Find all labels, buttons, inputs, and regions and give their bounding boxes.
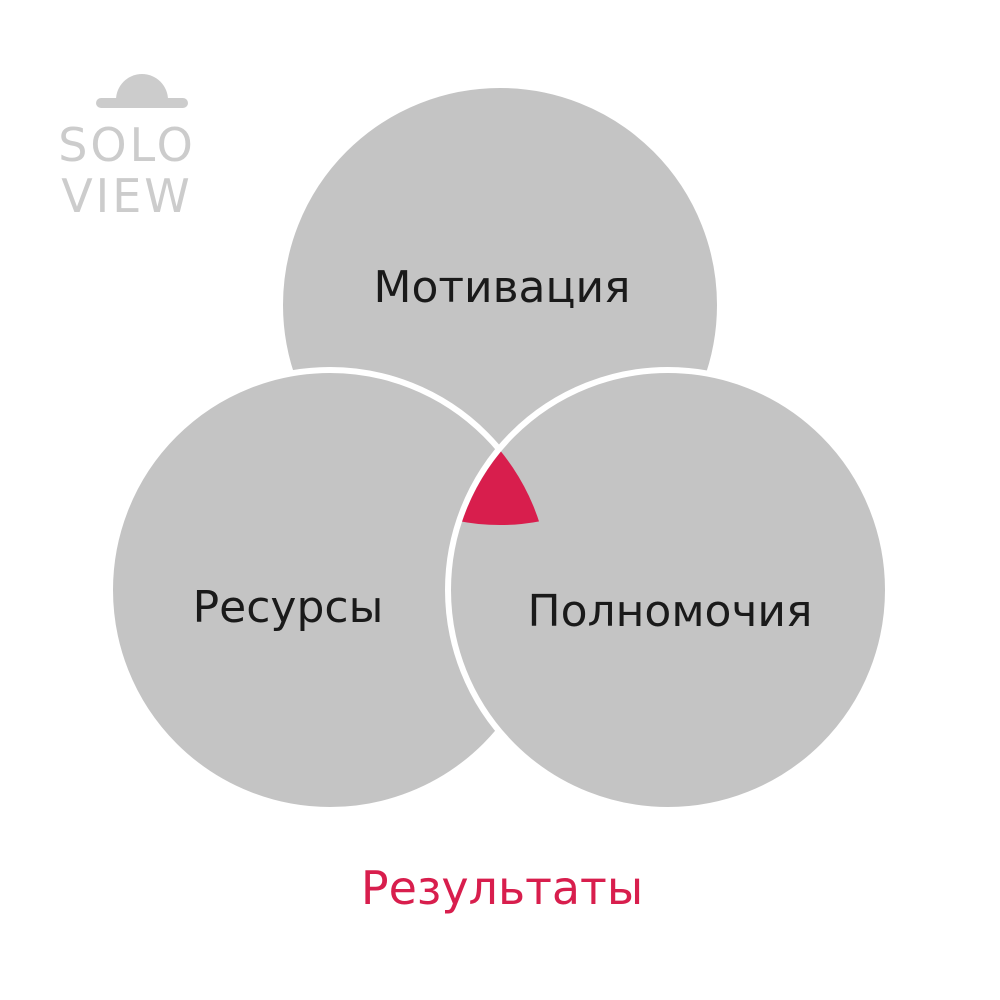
label-resources: Ресурсы	[193, 582, 384, 633]
soloview-logo: SOLO VIEW	[58, 74, 196, 223]
circle-authority	[445, 367, 891, 813]
result-label: Результаты	[361, 861, 643, 915]
label-authority: Полномочия	[528, 586, 813, 637]
hat-icon	[96, 74, 188, 108]
label-motivation: Мотивация	[373, 262, 630, 313]
logo-text-view: VIEW	[61, 169, 193, 223]
logo-text-solo: SOLO	[58, 118, 196, 172]
